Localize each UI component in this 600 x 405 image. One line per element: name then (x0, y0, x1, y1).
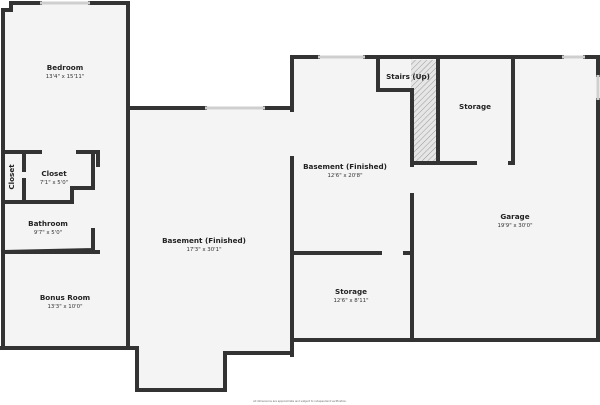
room-label-storage-top: Storage (459, 102, 491, 111)
room-label-stairs: Stairs (Up) (386, 72, 430, 81)
floors (3, 3, 598, 390)
svg-text:Stairs (Up): Stairs (Up) (386, 72, 430, 81)
svg-text:Storage: Storage (459, 102, 491, 111)
svg-text:Basement (Finished): Basement (Finished) (303, 162, 387, 171)
svg-text:Closet: Closet (41, 169, 67, 178)
windows (40, 1, 600, 110)
svg-text:7'1" x 5'0": 7'1" x 5'0" (40, 180, 68, 186)
disclaimer-footer: All dimensions are approximate and subje… (253, 399, 347, 403)
svg-text:13'3" x 10'0": 13'3" x 10'0" (47, 304, 82, 310)
room-label-bedroom: Bedroom 13'4" x 15'11" (46, 63, 85, 80)
room-label-bathroom: Bathroom 9'7" x 5'0" (28, 219, 68, 236)
room-label-basement-small: Basement (Finished) 12'6" x 20'8" (303, 162, 387, 179)
svg-text:Bonus Room: Bonus Room (40, 293, 90, 302)
svg-text:12'6" x 20'8": 12'6" x 20'8" (327, 173, 362, 179)
svg-text:Garage: Garage (500, 212, 529, 221)
svg-text:Basement (Finished): Basement (Finished) (162, 236, 246, 245)
svg-text:13'4" x 15'11": 13'4" x 15'11" (46, 74, 85, 80)
room-label-storage-bottom: Storage 12'6" x 8'11" (333, 287, 368, 304)
room-label-closet-small: Closet (7, 164, 16, 190)
svg-text:Bathroom: Bathroom (28, 219, 68, 228)
svg-text:Storage: Storage (335, 287, 367, 296)
svg-text:Closet: Closet (7, 164, 16, 190)
svg-text:12'6" x 8'11": 12'6" x 8'11" (333, 298, 368, 304)
room-label-bonus-room: Bonus Room 13'3" x 10'0" (40, 293, 90, 310)
room-label-closet: Closet 7'1" x 5'0" (40, 169, 68, 186)
svg-text:9'7" x 5'0": 9'7" x 5'0" (34, 230, 62, 236)
svg-text:17'3" x 30'1": 17'3" x 30'1" (186, 247, 221, 253)
room-label-garage: Garage 19'9" x 30'0" (497, 212, 532, 229)
room-label-basement-large: Basement (Finished) 17'3" x 30'1" (162, 236, 246, 253)
walls (0, 1, 600, 392)
svg-text:19'9" x 30'0": 19'9" x 30'0" (497, 223, 532, 229)
svg-text:Bedroom: Bedroom (47, 63, 83, 72)
